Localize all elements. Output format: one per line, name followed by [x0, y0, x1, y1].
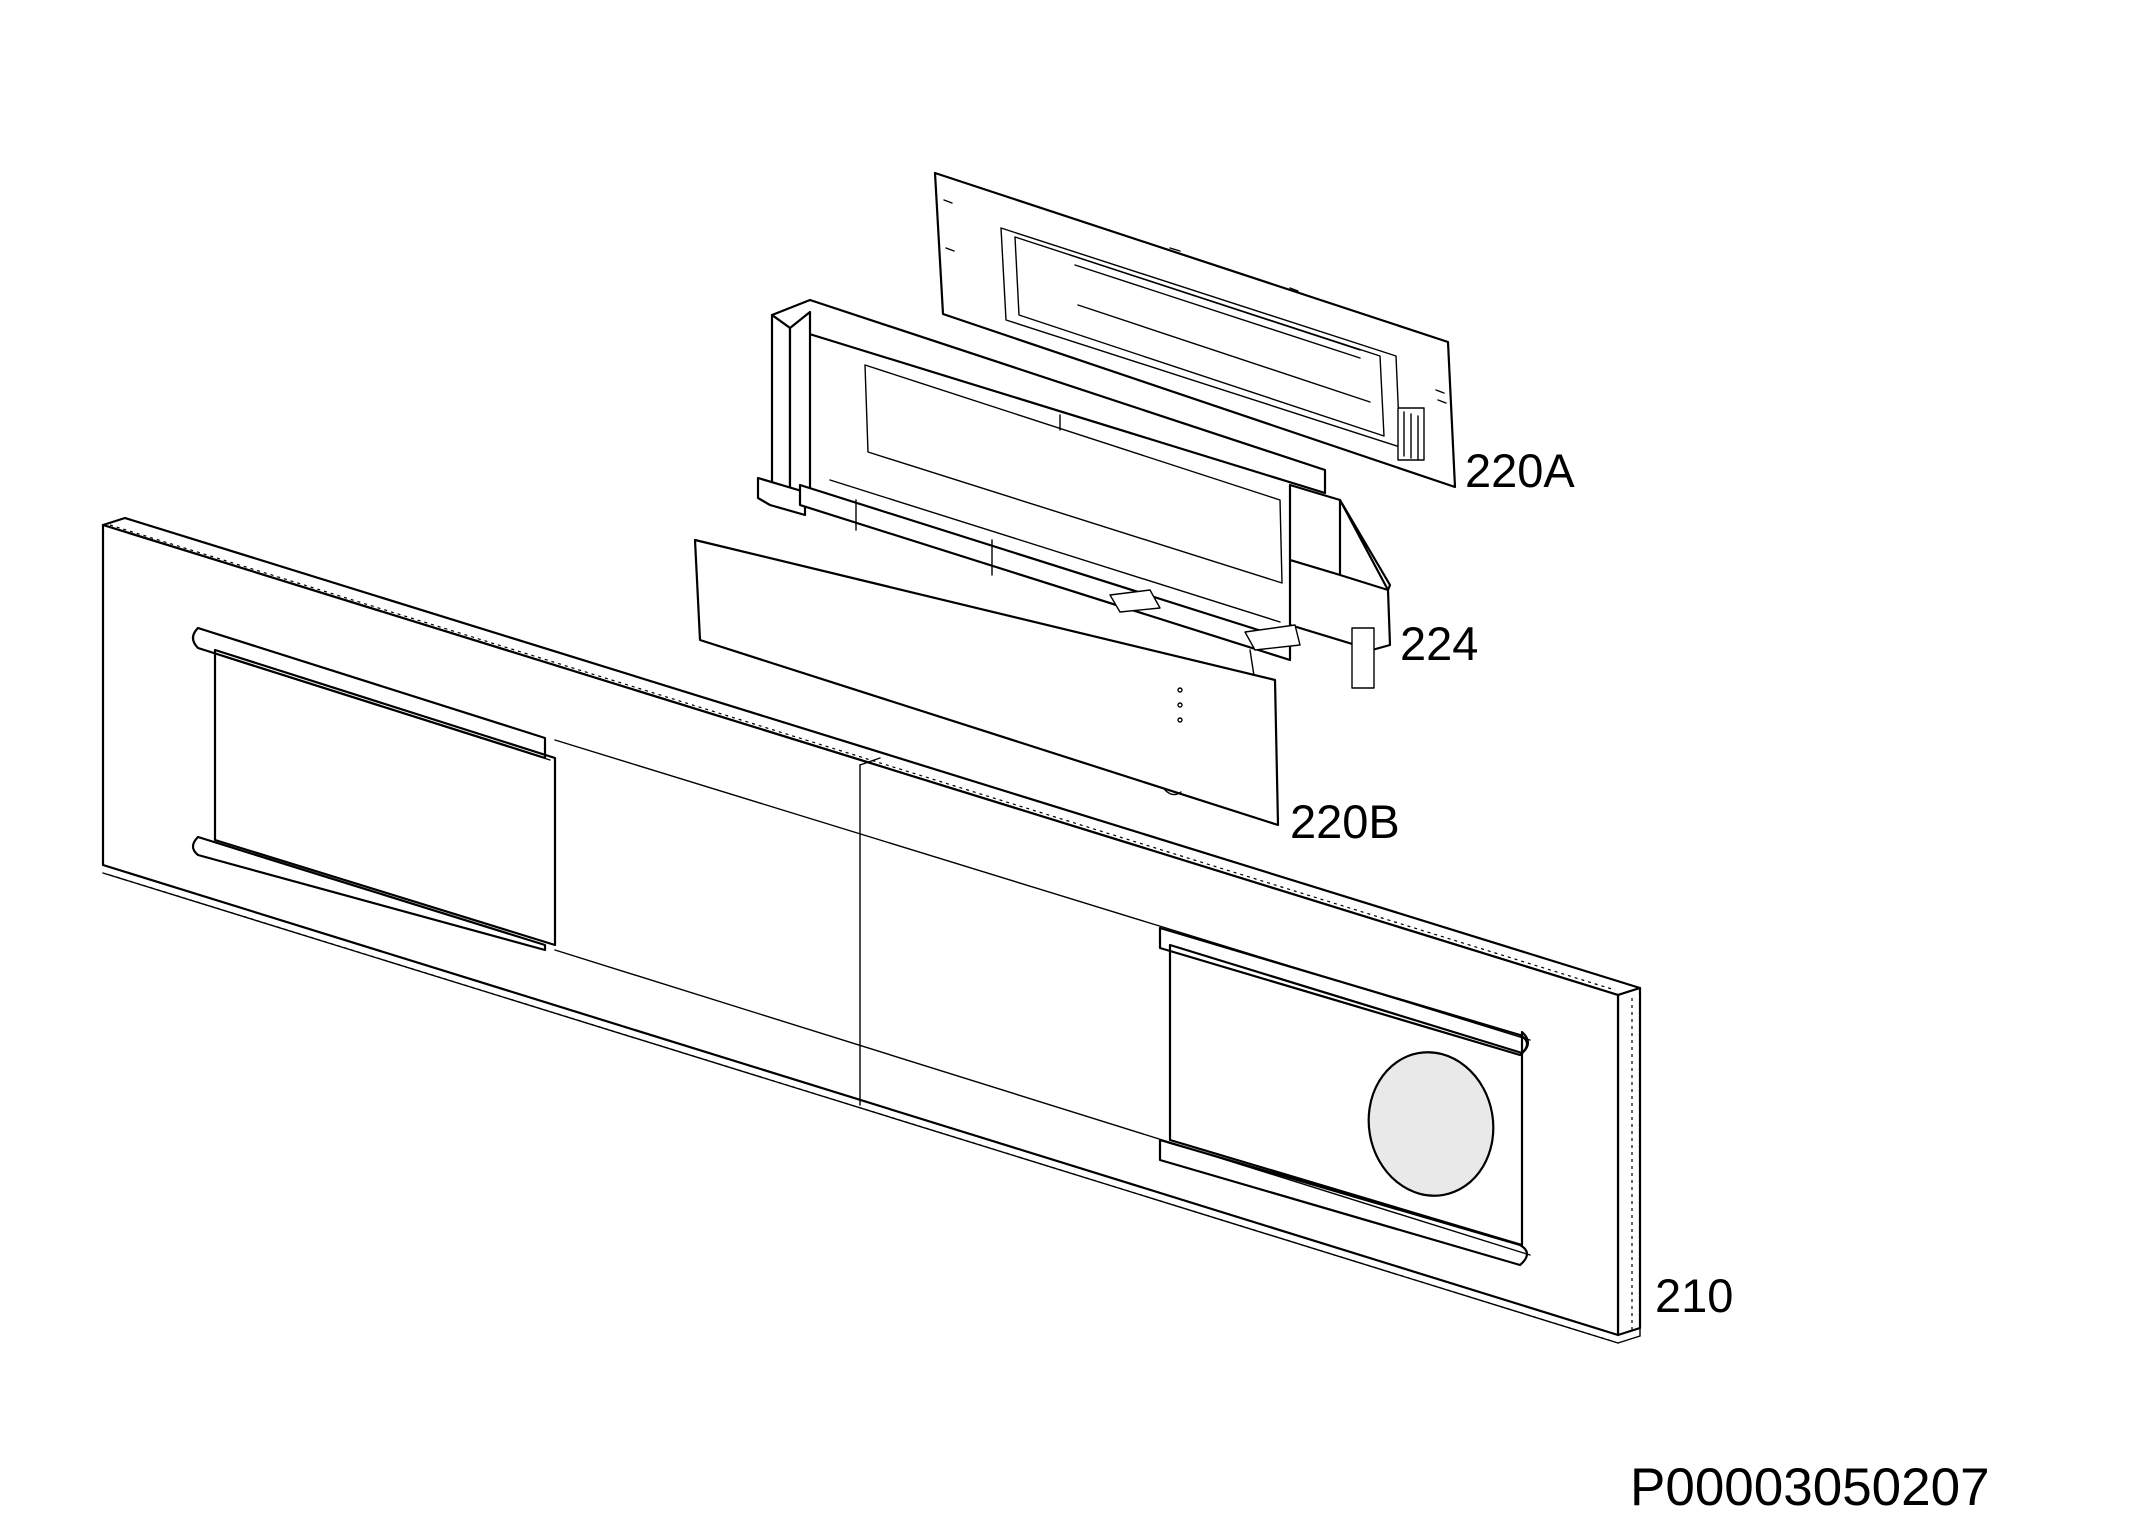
part-220a-pcb	[933, 171, 1457, 489]
part-label-220a: 220A	[1465, 444, 1575, 497]
part-220b-pcb	[693, 538, 1280, 827]
part-224-frame	[756, 298, 1392, 689]
part-210-panel	[101, 516, 1642, 1344]
part-label-220b: 220B	[1290, 795, 1400, 848]
document-code: P00003050207	[1630, 1458, 1990, 1517]
part-label-224: 224	[1400, 617, 1478, 670]
part-label-210: 210	[1655, 1269, 1733, 1322]
